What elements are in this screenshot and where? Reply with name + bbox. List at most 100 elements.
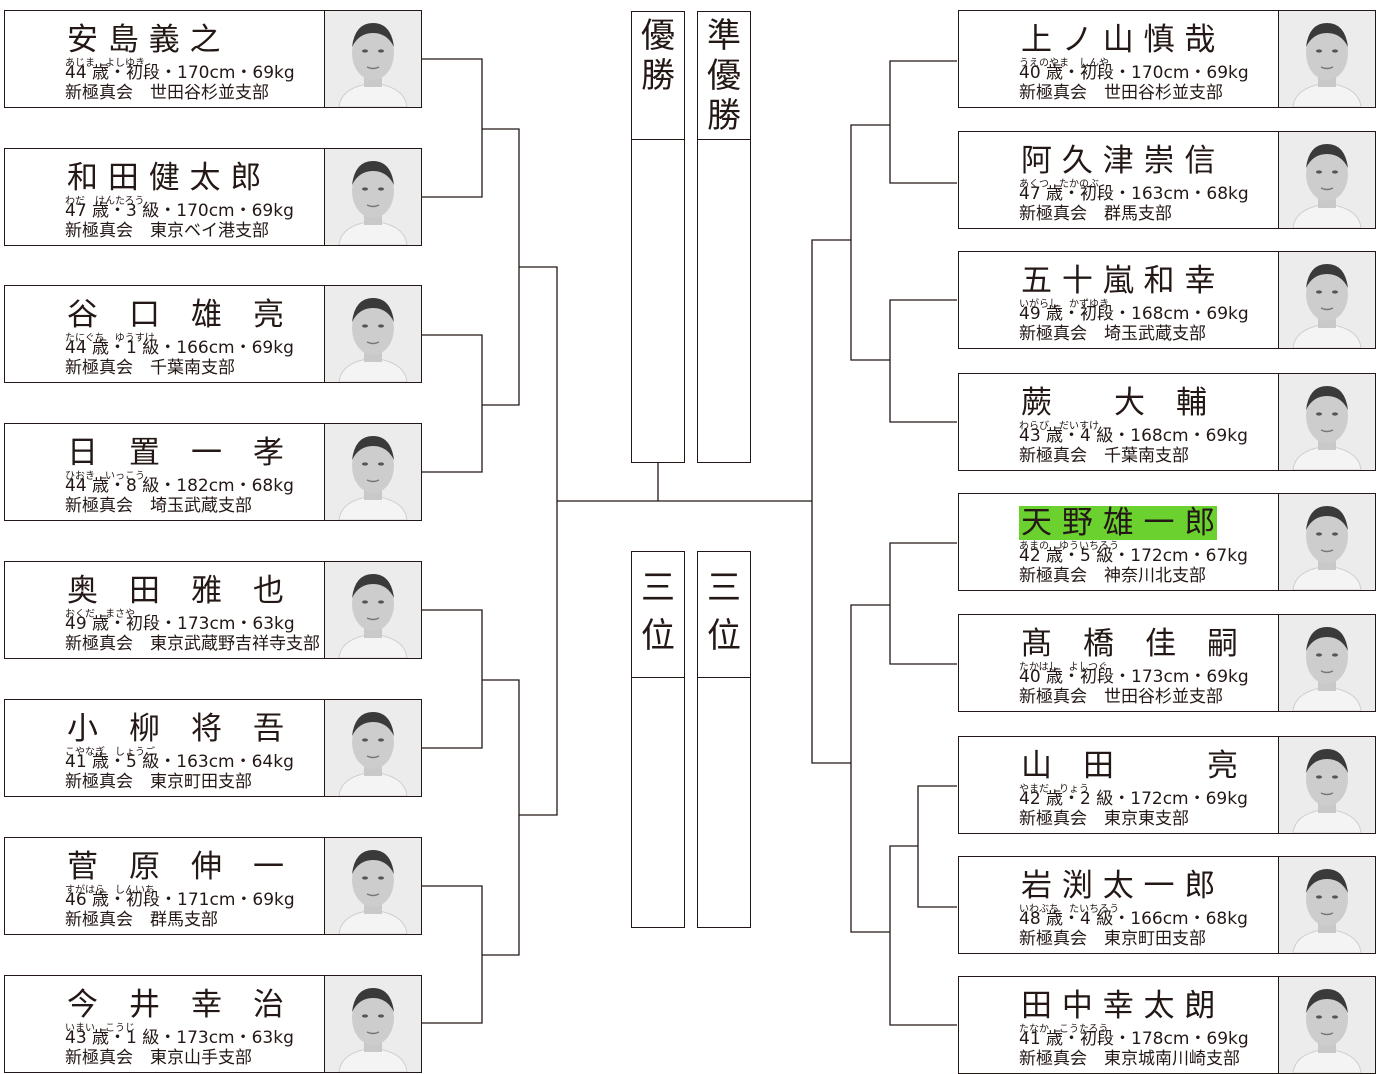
competitor-furigana: こやなぎ しょうご	[65, 747, 155, 758]
competitor-furigana: たなか こうたろう	[1019, 1024, 1109, 1035]
competitor-stats: 44 歳・初段・170cm・69kg	[65, 63, 295, 83]
competitor-furigana: やまだ りょう	[1019, 784, 1089, 795]
champion-label: 優 勝	[632, 12, 684, 140]
runner-up-box: 準 優 勝	[697, 11, 751, 463]
competitor-stats: 48 歳・4 級・166cm・68kg	[1019, 909, 1248, 929]
competitor-card: 蕨 大 輔 わらび だいすけ 43 歳・4 級・168cm・69kg 新極真会 …	[958, 373, 1376, 471]
competitor-dojo: 新極真会 世田谷杉並支部	[1019, 83, 1223, 103]
competitor-dojo: 新極真会 東京山手支部	[65, 1048, 252, 1068]
competitor-dojo: 新極真会 埼玉武蔵支部	[1019, 324, 1206, 344]
competitor-name: 山 田 亮	[1021, 748, 1238, 784]
competitor-furigana: たかはし よしつぐ	[1019, 662, 1108, 673]
bracket-line	[850, 604, 890, 933]
competitor-name: 岩 渕 太 一 郎	[1021, 868, 1216, 904]
competitor-furigana: ひおき いっこう	[65, 471, 145, 482]
competitor-card: 髙 橋 佳 嗣 たかはし よしつぐ 40 歳・初段・173cm・69kg 新極真…	[958, 614, 1376, 712]
competitor-card: 奥 田 雅 也 おくだ まさや 49 歳・初段・173cm・63kg 新極真会 …	[4, 561, 422, 659]
competitor-card: 岩 渕 太 一 郎 いわぶち たいちろう 48 歳・4 級・166cm・68kg…	[958, 856, 1376, 954]
competitor-photo	[324, 286, 421, 382]
competitor-card: 上 ノ 山 慎 哉 うえのやま しんや 40 歳・初段・170cm・69kg 新…	[958, 10, 1376, 108]
competitor-dojo: 新極真会 埼玉武蔵支部	[65, 496, 252, 516]
competitor-dojo: 新極真会 東京町田支部	[1019, 929, 1206, 949]
competitor-dojo: 新極真会 千葉南支部	[65, 358, 235, 378]
competitor-furigana: あまの ゆういちろう	[1019, 541, 1119, 552]
third-place-box: 三 位	[697, 551, 751, 928]
competitor-photo	[1278, 132, 1375, 228]
competitor-stats: 40 歳・初段・173cm・69kg	[1019, 667, 1249, 687]
competitor-name: 田 中 幸 太 朗	[1021, 988, 1216, 1024]
bracket-line	[889, 60, 957, 184]
competitor-dojo: 新極真会 世田谷杉並支部	[65, 83, 269, 103]
competitor-furigana: いがらし かずゆき	[1019, 299, 1109, 310]
competitor-stats: 46 歳・初段・171cm・69kg	[65, 890, 295, 910]
competitor-stats: 40 歳・初段・170cm・69kg	[1019, 63, 1249, 83]
competitor-card: 小 柳 将 吾 こやなぎ しょうご 41 歳・5 級・163cm・64kg 新極…	[4, 699, 422, 797]
competitor-photo	[1278, 857, 1375, 953]
competitor-card: 安 島 義 之 あじま よしゆき 44 歳・初段・170cm・69kg 新極真会…	[4, 10, 422, 108]
competitor-card: 天 野 雄 一 郎 あまの ゆういちろう 42 歳・5 級・172cm・67kg…	[958, 493, 1376, 591]
competitor-name: 安 島 義 之	[67, 22, 221, 58]
competitor-furigana: うえのやま しんや	[1019, 58, 1109, 69]
competitor-stats: 41 歳・5 級・163cm・64kg	[65, 752, 294, 772]
competitor-name: 菅 原 伸 一	[67, 849, 284, 885]
competitor-card: 五 十 嵐 和 幸 いがらし かずゆき 49 歳・初段・168cm・69kg 新…	[958, 251, 1376, 349]
competitor-stats: 47 歳・初段・163cm・68kg	[1019, 184, 1249, 204]
competitor-name: 蕨 大 輔	[1021, 385, 1207, 421]
competitor-photo	[1278, 977, 1375, 1073]
competitor-stats: 47 歳・3 級・170cm・69kg	[65, 201, 294, 221]
competitor-furigana: いわぶち たいちろう	[1019, 904, 1120, 915]
bracket-line	[889, 542, 957, 665]
bracket-line	[422, 609, 483, 749]
competitor-stats: 44 歳・1 級・166cm・69kg	[65, 338, 294, 358]
competitor-furigana: いまい こうじ	[65, 1023, 135, 1034]
competitor-furigana: すがはら しんいち	[65, 885, 155, 896]
competitor-stats: 49 歳・初段・173cm・63kg	[65, 614, 295, 634]
competitor-stats: 41 歳・初段・178cm・69kg	[1019, 1029, 1249, 1049]
competitor-name: 和 田 健 太 郎	[67, 160, 262, 196]
bracket-line	[422, 58, 483, 198]
competitor-card: 阿 久 津 崇 信 あくつ たかのぶ 47 歳・初段・163cm・68kg 新極…	[958, 131, 1376, 229]
competitor-furigana: わらび だいすけ	[1019, 421, 1099, 432]
competitor-stats: 49 歳・初段・168cm・69kg	[1019, 304, 1249, 324]
competitor-photo	[324, 11, 421, 107]
competitor-photo	[324, 838, 421, 934]
runner-up-label: 準 優 勝	[698, 12, 750, 140]
competitor-card: 田 中 幸 太 朗 たなか こうたろう 41 歳・初段・178cm・69kg 新…	[958, 976, 1376, 1074]
bracket-line	[519, 266, 558, 816]
competitor-name: 五 十 嵐 和 幸	[1021, 263, 1216, 299]
competitor-photo	[324, 149, 421, 245]
competitor-card: 日 置 一 孝 ひおき いっこう 44 歳・8 級・182cm・68kg 新極真…	[4, 423, 422, 521]
third-place-label: 三 位	[698, 552, 750, 678]
competitor-dojo: 新極真会 東京武蔵野吉祥寺支部	[65, 634, 320, 654]
champion-box: 優 勝	[631, 11, 685, 463]
bracket-line	[422, 334, 483, 473]
competitor-photo	[324, 976, 421, 1072]
competitor-card: 今 井 幸 治 いまい こうじ 43 歳・1 級・173cm・63kg 新極真会…	[4, 975, 422, 1073]
competitor-name: 阿 久 津 崇 信	[1021, 143, 1216, 179]
competitor-stats: 42 歳・5 級・172cm・67kg	[1019, 546, 1248, 566]
competitor-name: 今 井 幸 治	[67, 987, 284, 1023]
third-place-label: 三 位	[632, 552, 684, 678]
competitor-name: 日 置 一 孝	[67, 435, 284, 471]
competitor-dojo: 新極真会 東京ベイ港支部	[65, 221, 269, 241]
competitor-card: 菅 原 伸 一 すがはら しんいち 46 歳・初段・171cm・69kg 新極真…	[4, 837, 422, 935]
competitor-photo	[1278, 374, 1375, 470]
bracket-line	[917, 785, 957, 908]
competitor-name: 小 柳 将 吾	[67, 711, 284, 747]
competitor-dojo: 新極真会 神奈川北支部	[1019, 566, 1206, 586]
bracket-line	[811, 239, 851, 764]
competitor-photo	[1278, 615, 1375, 711]
bracket-line	[850, 124, 890, 361]
competitor-furigana: たにぐち ゆうすけ	[65, 333, 155, 344]
competitor-dojo: 新極真会 東京町田支部	[65, 772, 252, 792]
bracket-line	[482, 679, 520, 956]
competitor-card: 谷 口 雄 亮 たにぐち ゆうすけ 44 歳・1 級・166cm・69kg 新極…	[4, 285, 422, 383]
third-place-box: 三 位	[631, 551, 685, 928]
competitor-name: 奥 田 雅 也	[67, 573, 284, 609]
competitor-dojo: 新極真会 東京東支部	[1019, 809, 1189, 829]
competitor-name: 上 ノ 山 慎 哉	[1021, 22, 1216, 58]
competitor-photo	[1278, 494, 1375, 590]
competitor-dojo: 新極真会 千葉南支部	[1019, 446, 1189, 466]
competitor-stats: 42 歳・2 級・172cm・69kg	[1019, 789, 1248, 809]
